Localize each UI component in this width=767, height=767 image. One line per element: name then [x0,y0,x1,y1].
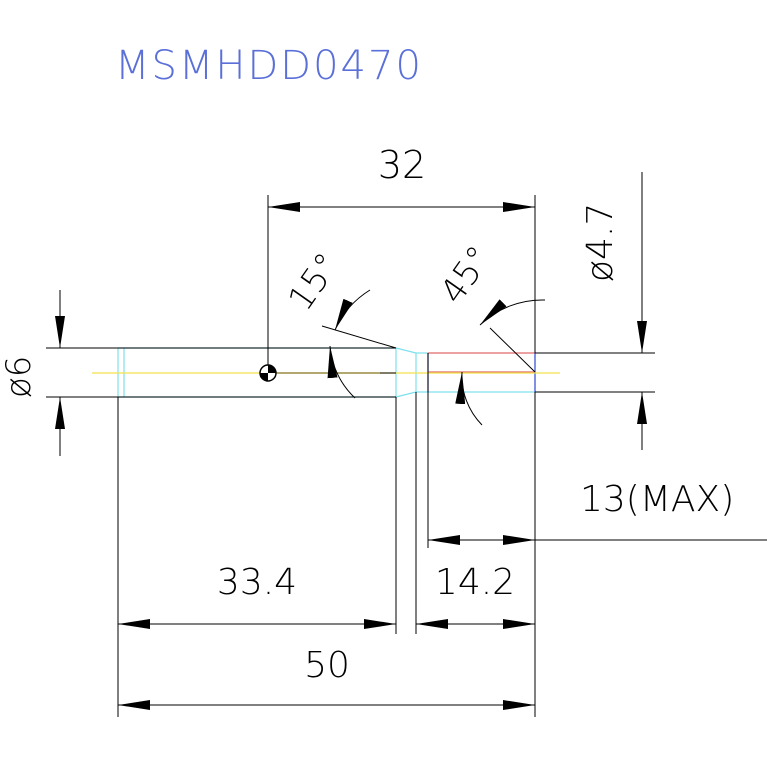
drawing-title: MSMHDD0470 [115,43,423,89]
angle-45-marker [455,299,546,426]
angle-15-marker [321,289,397,399]
shaft-outline-black [118,347,396,398]
angle-45-label: 45° [433,239,500,311]
angle-15-label: 15° [281,246,348,318]
dim-142-label: 14.2 [435,562,515,603]
dim-50-label: 50 [304,645,350,686]
dim-phi47-label: ø4.7 [580,203,621,282]
dim-phi6-label: ø6 [0,356,39,398]
dim-13max-label: 13(MAX) [580,479,734,520]
extension-lines [46,195,767,717]
datum-point-icon [259,364,277,382]
dim-334-label: 33.4 [217,562,297,603]
dim-32-label: 32 [378,143,426,187]
